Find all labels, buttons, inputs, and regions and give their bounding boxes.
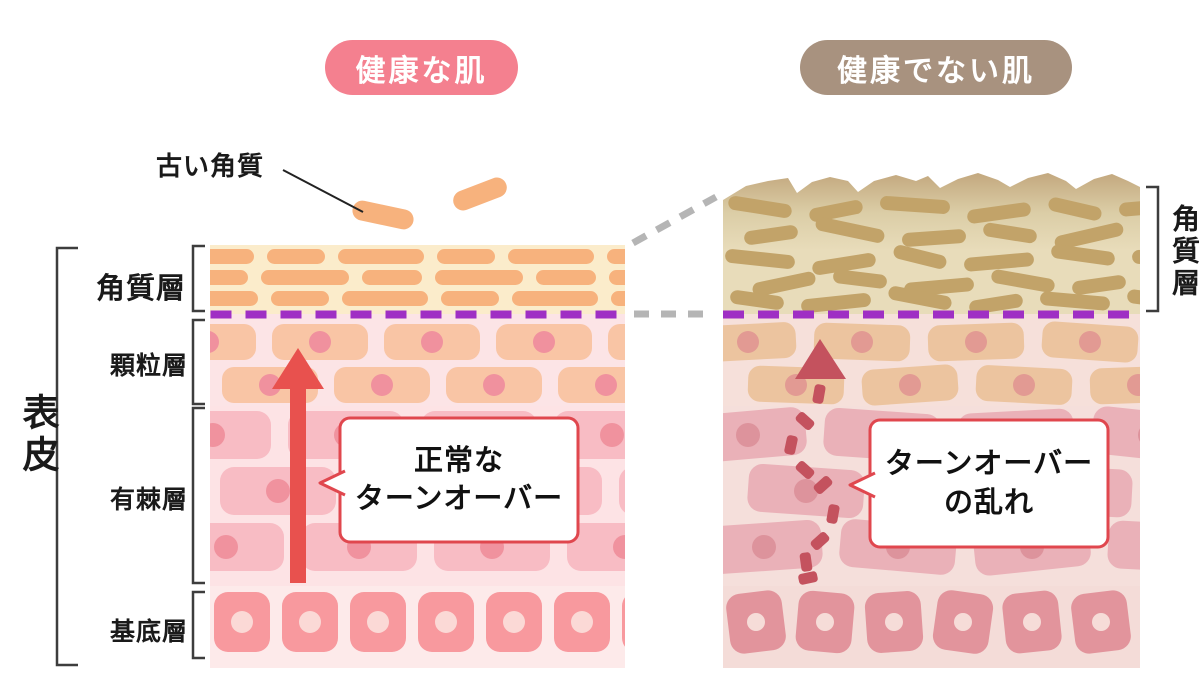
unhealthy-skin-badge-label: 健康でない肌 xyxy=(837,54,1035,88)
normal-turnover-bubble xyxy=(318,416,580,544)
normal-turnover-line2: ターンオーバー xyxy=(354,483,564,515)
stratum-corneum-right-label: 角質層 xyxy=(1169,204,1200,300)
layer-brackets xyxy=(55,185,1160,667)
disturbed-turnover-bubble-text: ターンオーバー の乱れ xyxy=(872,424,1106,543)
stratum-corneum-left-label: 角質層 xyxy=(96,273,187,305)
spinous-layer-label: 有棘層 xyxy=(110,486,189,514)
normal-turnover-line1: 正常な xyxy=(413,444,504,477)
old-keratin-pointer-line xyxy=(282,169,364,213)
disturbed-turnover-line2: の乱れ xyxy=(943,486,1034,519)
granular-layer-label: 顆粒層 xyxy=(110,352,189,380)
disturbed-turnover-bubble xyxy=(848,418,1110,549)
healthy-skin-badge-label: 健康な肌 xyxy=(355,54,488,88)
normal-turnover-arrow xyxy=(272,348,324,583)
magnifier-connector-lines xyxy=(631,193,718,318)
disturbed-turnover-arrow xyxy=(784,339,846,585)
disturbed-turnover-line1: ターンオーバー xyxy=(884,448,1094,481)
old-keratin-label: 古い角質 xyxy=(156,151,265,181)
normal-turnover-bubble-text: 正常な ターンオーバー xyxy=(342,422,576,538)
unhealthy-skin-badge: 健康でない肌 xyxy=(800,40,1072,95)
old-keratin-flakes xyxy=(282,169,507,230)
healthy-skin-badge: 健康な肌 xyxy=(325,40,518,95)
epidermis-label: 表皮 xyxy=(17,393,58,477)
basal-layer-label: 基底層 xyxy=(110,618,189,646)
